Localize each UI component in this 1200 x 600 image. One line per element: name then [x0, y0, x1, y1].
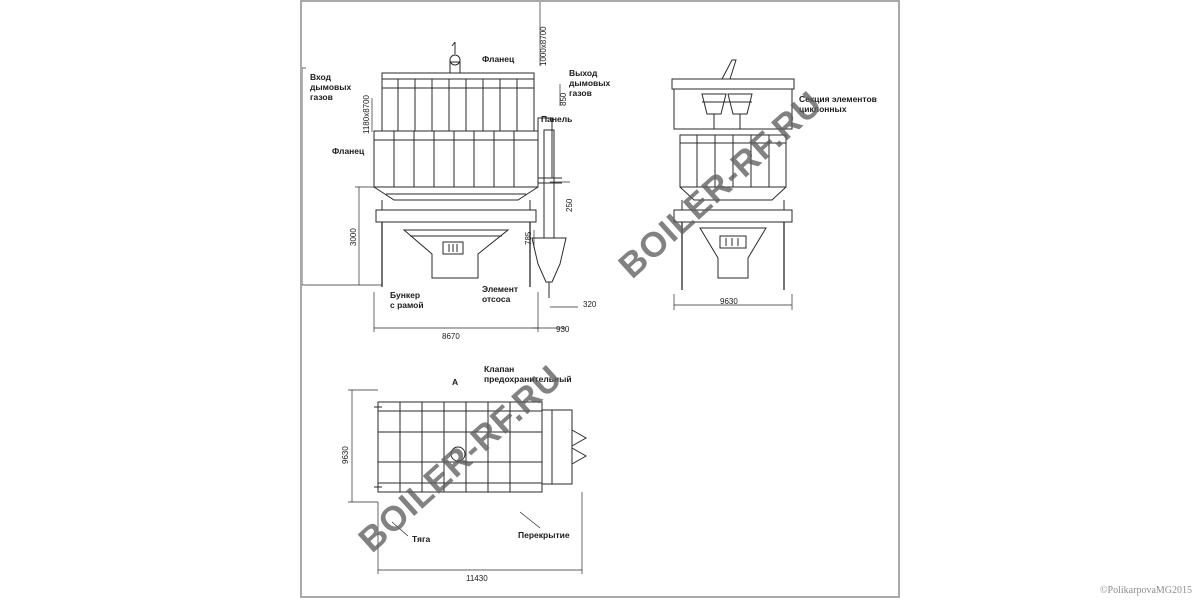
- dim-pipe-width: 320: [583, 300, 597, 309]
- plan-view: [374, 401, 588, 493]
- plan-dimension-lines: [348, 389, 583, 574]
- plan-outlet-arrow-1: [571, 429, 588, 447]
- front-lower-body: [373, 130, 539, 188]
- front-top-ring: [449, 54, 461, 66]
- side-hopper: [699, 227, 767, 279]
- side-roof: [671, 78, 795, 90]
- front-dimension-lines: [302, 2, 578, 332]
- dim-plan-depth: 9630: [341, 446, 350, 464]
- label-line: Секция элементов: [799, 94, 877, 104]
- label-line: Клапан: [484, 364, 514, 374]
- side-dimension-lines: [673, 294, 793, 310]
- label-tie-rod: Тяга: [412, 534, 430, 544]
- label-line: Бункер: [390, 290, 420, 300]
- front-support-frame: [375, 209, 537, 223]
- label-line: предохранительный: [484, 374, 572, 384]
- front-top-valve: [449, 61, 461, 74]
- front-hopper-door: [442, 241, 464, 255]
- dim-inlet-flange: 1180x8700: [362, 94, 371, 134]
- dimension-texts: 1000x8700 1180x8700 850 8670 3000 785 25…: [341, 26, 738, 583]
- label-line: циклонных: [799, 104, 847, 114]
- cyclone-elements: [701, 93, 753, 129]
- side-upper-body: [673, 88, 793, 130]
- label-roof: Перекрытие: [518, 530, 570, 540]
- dim-support-height: 3000: [349, 228, 358, 246]
- front-transition: [373, 186, 539, 201]
- plan-outlet-box: [541, 409, 573, 485]
- watermarks: BOILER-RF.RU BOILER-RF.RU: [351, 84, 830, 560]
- dim-pipe-gap: 930: [556, 325, 570, 334]
- front-hopper: [402, 229, 510, 279]
- front-view: [373, 41, 567, 298]
- dim-side-width: 9630: [720, 297, 738, 306]
- label-panel: Панель: [541, 114, 572, 124]
- dim-flange-top: 1000x8700: [539, 26, 548, 66]
- dim-hopper-offset: 785: [524, 231, 533, 245]
- copyright-text: ©PolikarpovaMG2015: [1099, 585, 1192, 596]
- label-flange-top: Фланец: [482, 54, 515, 64]
- side-transition: [679, 186, 787, 201]
- front-roof: [381, 72, 535, 80]
- front-suction-cone: [531, 237, 567, 283]
- label-view-a: А: [452, 377, 458, 387]
- label-line: газов: [569, 88, 592, 98]
- side-support-frame: [673, 209, 793, 223]
- dim-front-width: 8670: [442, 332, 460, 341]
- front-upper-body: [381, 78, 535, 132]
- plan-valve-circle: [450, 446, 466, 462]
- dim-outlet-offset: 850: [559, 92, 568, 106]
- label-line: с рамой: [390, 300, 424, 310]
- label-line: дымовых: [569, 78, 611, 88]
- label-line: Элемент: [482, 284, 518, 294]
- side-valve: [721, 59, 737, 80]
- side-view: [671, 59, 795, 290]
- label-line: Выход: [569, 68, 598, 78]
- plan-outlet-arrow-2: [571, 447, 588, 465]
- label-line: газов: [310, 92, 333, 102]
- label-line: Вход: [310, 72, 332, 82]
- label-line: отсоса: [482, 294, 511, 304]
- label-flange-left: Фланец: [332, 146, 365, 156]
- label-line: дымовых: [310, 82, 352, 92]
- dim-pipe-height: 250: [565, 198, 574, 212]
- front-side-duct: [537, 117, 553, 179]
- dim-plan-length: 11430: [466, 574, 488, 583]
